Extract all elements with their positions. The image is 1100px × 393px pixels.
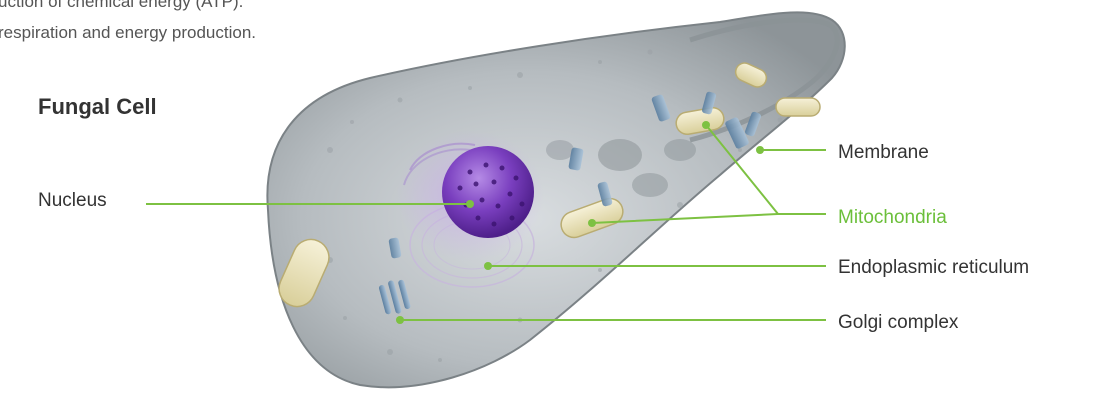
nucleus-organelle <box>396 130 544 262</box>
label-nucleus: Nucleus <box>38 190 107 212</box>
label-mitochondria: Mitochondria <box>838 207 947 229</box>
label-membrane: Membrane <box>838 142 929 164</box>
diagram-title: Fungal Cell <box>38 94 157 120</box>
label-endoplasmic-reticulum: Endoplasmic reticulum <box>838 257 1029 279</box>
label-golgi-complex: Golgi complex <box>838 312 958 334</box>
